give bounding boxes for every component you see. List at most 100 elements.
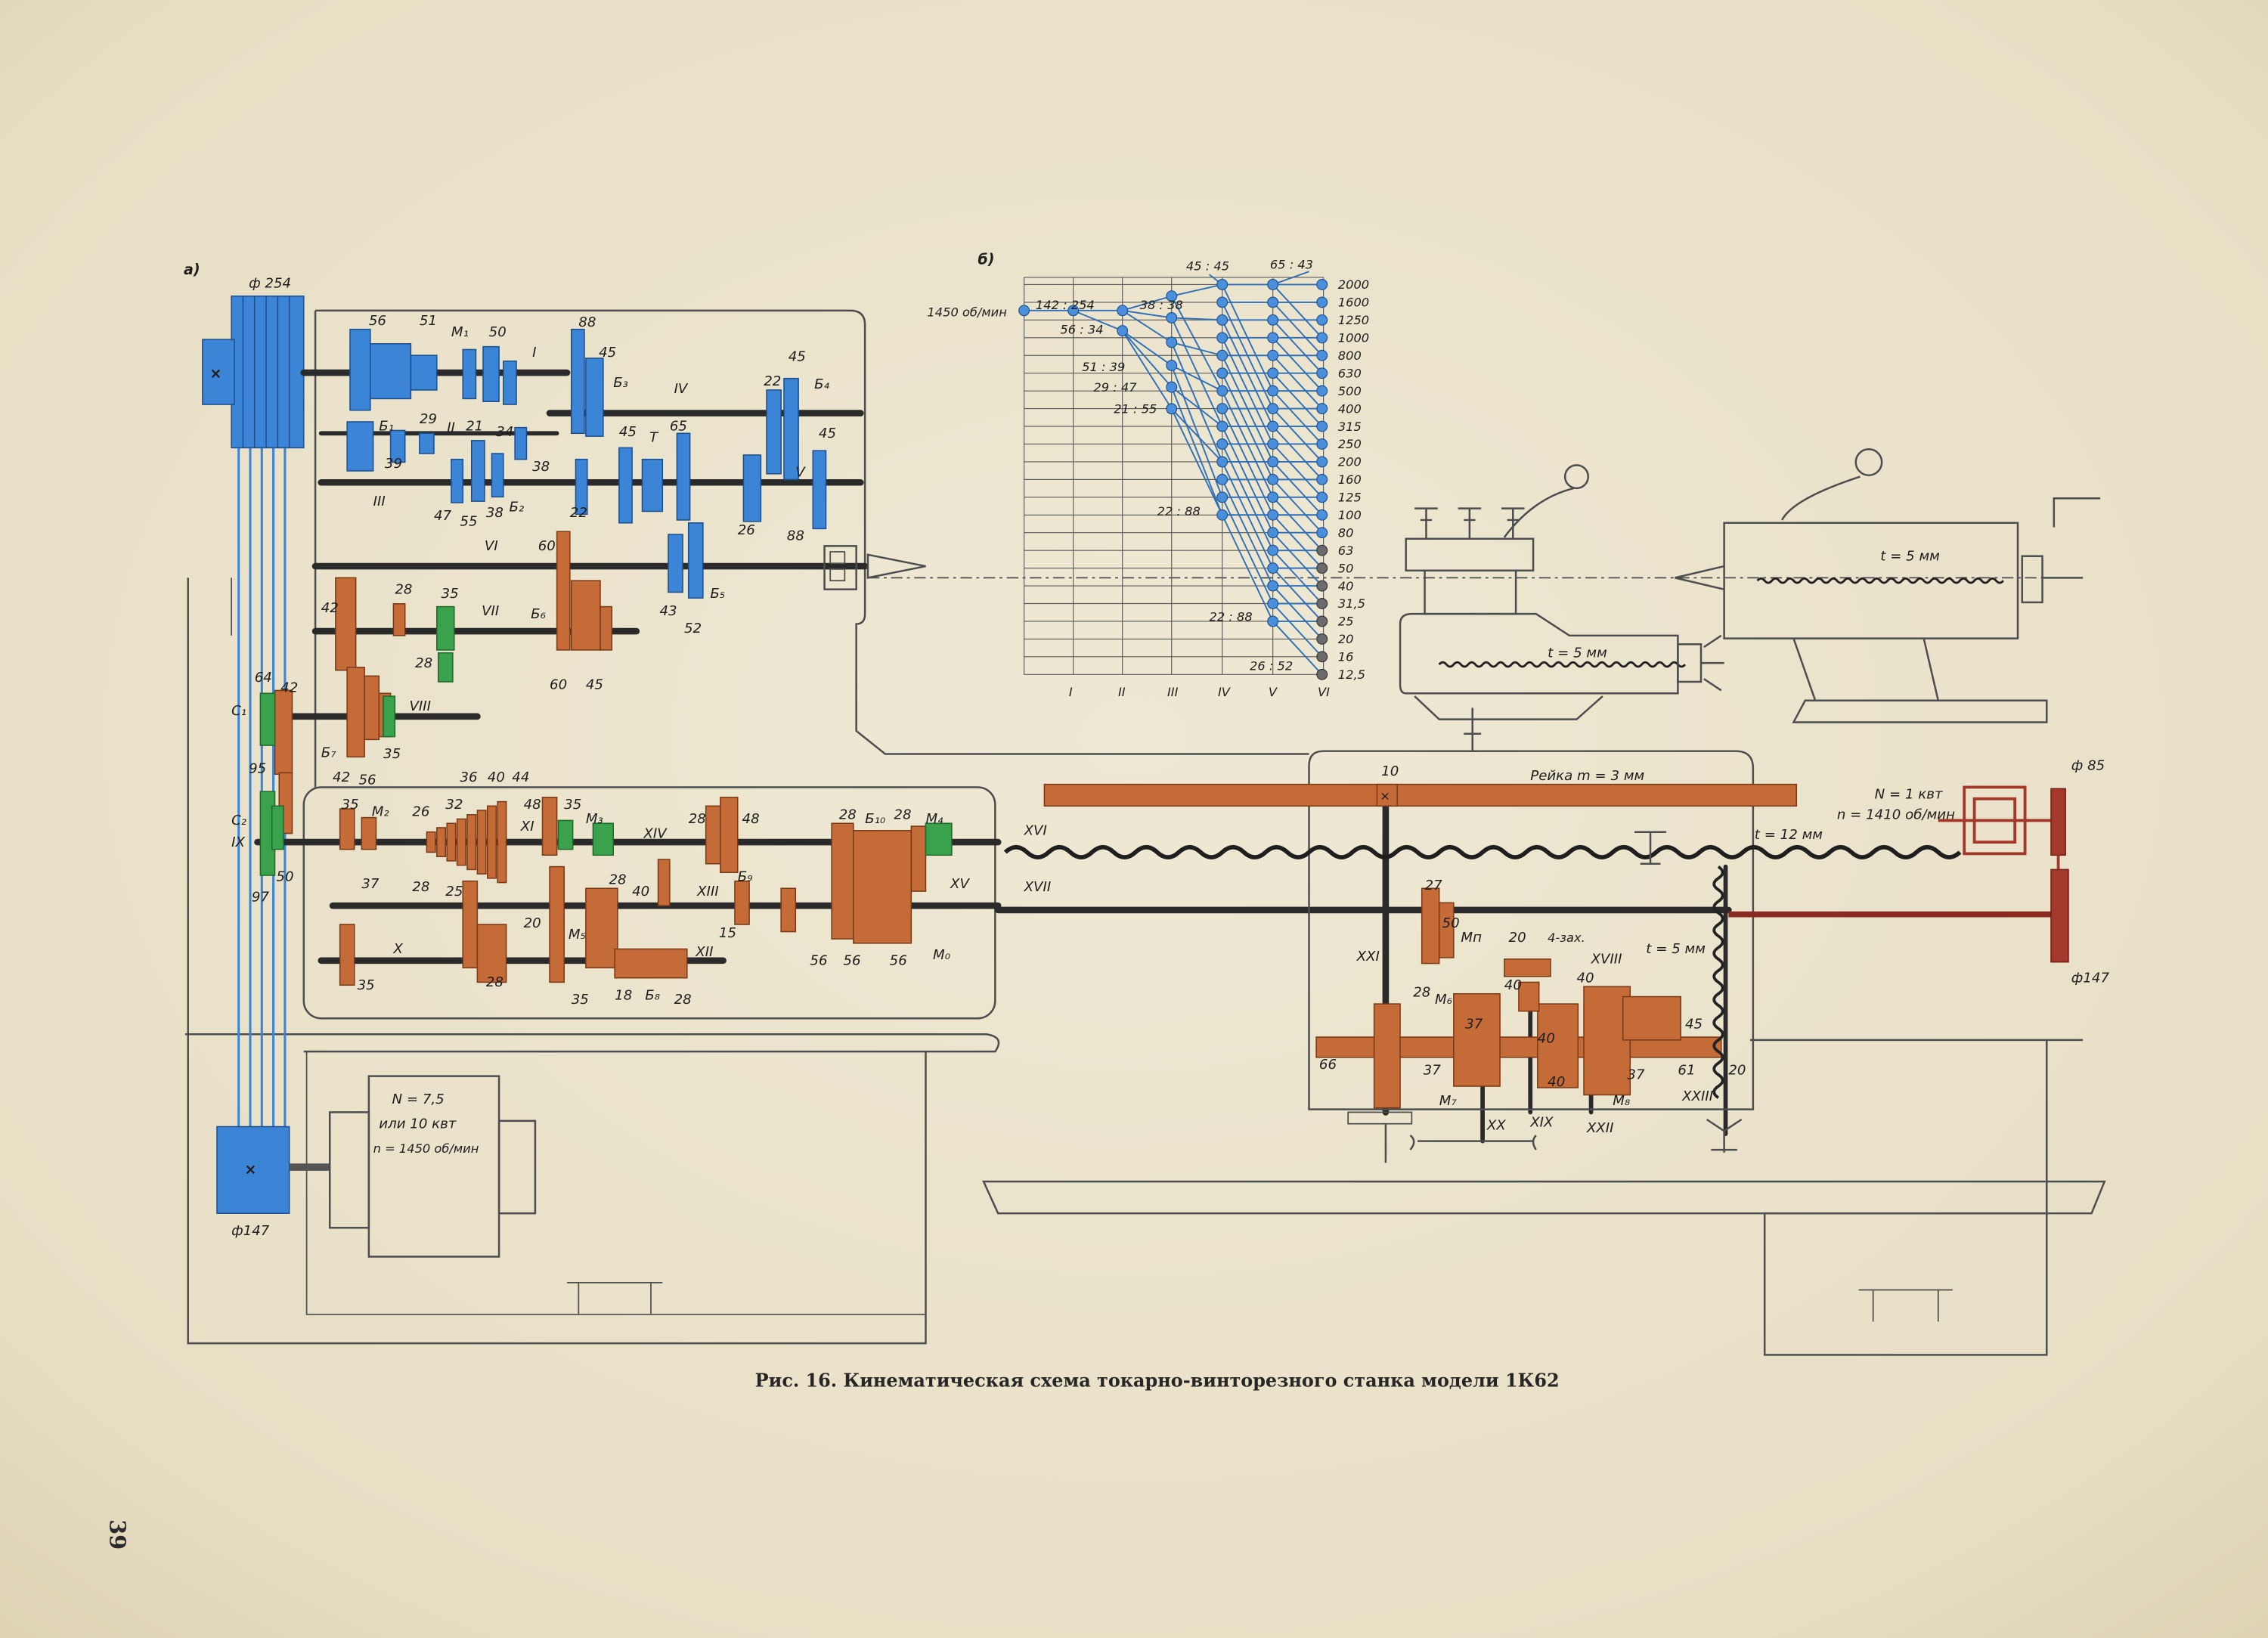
gear [1438, 902, 1455, 958]
speed-node [1267, 598, 1279, 609]
speed-node [1267, 420, 1279, 432]
feed-gears [274, 531, 1722, 1109]
gear-label: М₄ [925, 811, 943, 827]
gear [361, 816, 377, 850]
speed-node [1267, 349, 1279, 361]
speed-node [1216, 438, 1228, 450]
ratio-label: 26 : 52 [1250, 659, 1293, 673]
spindle-centre [866, 553, 926, 579]
speed-node [1216, 473, 1228, 485]
gear [476, 924, 507, 983]
ratio-ray [1122, 330, 1173, 367]
gear [462, 348, 477, 400]
gear-label: Б₅ [710, 586, 725, 602]
tailstock-body [1723, 522, 2019, 639]
speed-node [1216, 456, 1228, 468]
gear [687, 522, 704, 599]
carriage: Рейка m = 3 мм × t = 5 мм [1043, 750, 1798, 1163]
ratio-label: 56 : 34 [1060, 322, 1103, 336]
gear [592, 822, 614, 856]
tailstock-clamp [1792, 699, 2048, 723]
ratio-ray [1170, 342, 1223, 463]
gear [853, 830, 912, 944]
gear-label: 56 [810, 953, 827, 969]
gear-label: 35 [572, 992, 589, 1008]
gear-label: 40 [1538, 1031, 1555, 1047]
speed-node [1267, 491, 1279, 503]
gear [1518, 981, 1540, 1012]
lead-screw-pitch: t = 12 мм [1755, 827, 1823, 843]
speed-node [1267, 509, 1279, 521]
gear-label: XV [950, 876, 970, 892]
ratio-label: 21 : 55 [1114, 402, 1157, 416]
gear-label: IX [231, 834, 245, 850]
tailstock-screw [1756, 577, 2004, 584]
gear [346, 421, 374, 472]
speed-node [1316, 349, 1328, 361]
gear [274, 689, 293, 776]
gear [705, 805, 721, 865]
speed-node [1316, 598, 1328, 609]
speed-value: 160 [1338, 472, 1362, 487]
gear-label: 48 [742, 811, 760, 827]
gear-label: М₆ [1435, 992, 1452, 1008]
tool-post-handle [1503, 487, 1574, 538]
gear-label: XXII [1586, 1120, 1614, 1136]
gear-label: 39 [385, 456, 402, 472]
chart-input-speed: 1450 об/мин [927, 305, 1007, 320]
rapid-motor-speed: n = 1410 об/мин [1837, 807, 1955, 823]
gear [271, 805, 284, 850]
speed-value: 800 [1338, 348, 1362, 363]
gear-label: 40 [1576, 970, 1594, 986]
gear [349, 328, 371, 411]
ratio-ray [1122, 310, 1173, 343]
gear [1537, 1003, 1579, 1088]
gear-label: 56 [890, 953, 907, 969]
speed-value: 315 [1338, 420, 1362, 434]
ratio-label: 29 : 47 [1093, 380, 1137, 395]
main-motor-power-alt: или 10 квт [379, 1116, 457, 1132]
speed-chart: б) 1450 об/мин 142 : 254 56 : 34 38 : 38… [927, 251, 1369, 699]
gear [614, 948, 688, 979]
speed-value: 25 [1338, 615, 1354, 629]
ratio-ray [1171, 386, 1223, 427]
gear-label: 61 [1678, 1063, 1695, 1079]
ratio-label: 51 : 39 [1082, 360, 1125, 374]
bed-top-line [184, 1033, 1000, 1053]
ratio-ray [1073, 309, 1123, 332]
gear [549, 865, 565, 983]
gear-label: 37 [361, 876, 380, 892]
gear [346, 667, 365, 758]
speed-value: 16 [1338, 650, 1354, 664]
shaft-label: VI [1318, 685, 1330, 699]
gear-label: Б₆ [531, 606, 546, 622]
gear-label: 44 [512, 769, 529, 785]
gear-label: 88 [578, 314, 596, 330]
speed-node [1166, 290, 1178, 302]
speed-value: 12,5 [1338, 667, 1365, 682]
ratio-ray [1272, 271, 1309, 286]
ratio-ray [1272, 407, 1323, 463]
speed-value: 63 [1338, 543, 1354, 558]
gear [419, 432, 435, 454]
ratio-ray [1122, 295, 1173, 311]
rack [1043, 783, 1798, 807]
gear-label: 95 [249, 760, 266, 776]
apron-screw-pitch: t = 5 мм [1646, 941, 1706, 957]
gear [556, 531, 571, 651]
gear [462, 880, 479, 969]
cross-screw-handle-icon [1701, 634, 1724, 692]
gear [392, 603, 406, 636]
speed-node [1316, 438, 1328, 450]
left-pedestal [187, 577, 927, 1345]
gear [503, 360, 517, 405]
ratio-ray [1272, 550, 1323, 605]
gear-label: XX [1486, 1117, 1506, 1133]
speed-node [1018, 305, 1030, 317]
gear-label: 38 [486, 505, 503, 521]
speed-node [1166, 311, 1178, 324]
tailstock: t = 5 мм [1675, 448, 2101, 723]
rapid-top-pulley-diameter: ф 85 [2071, 758, 2105, 774]
speed-node [1267, 438, 1279, 450]
